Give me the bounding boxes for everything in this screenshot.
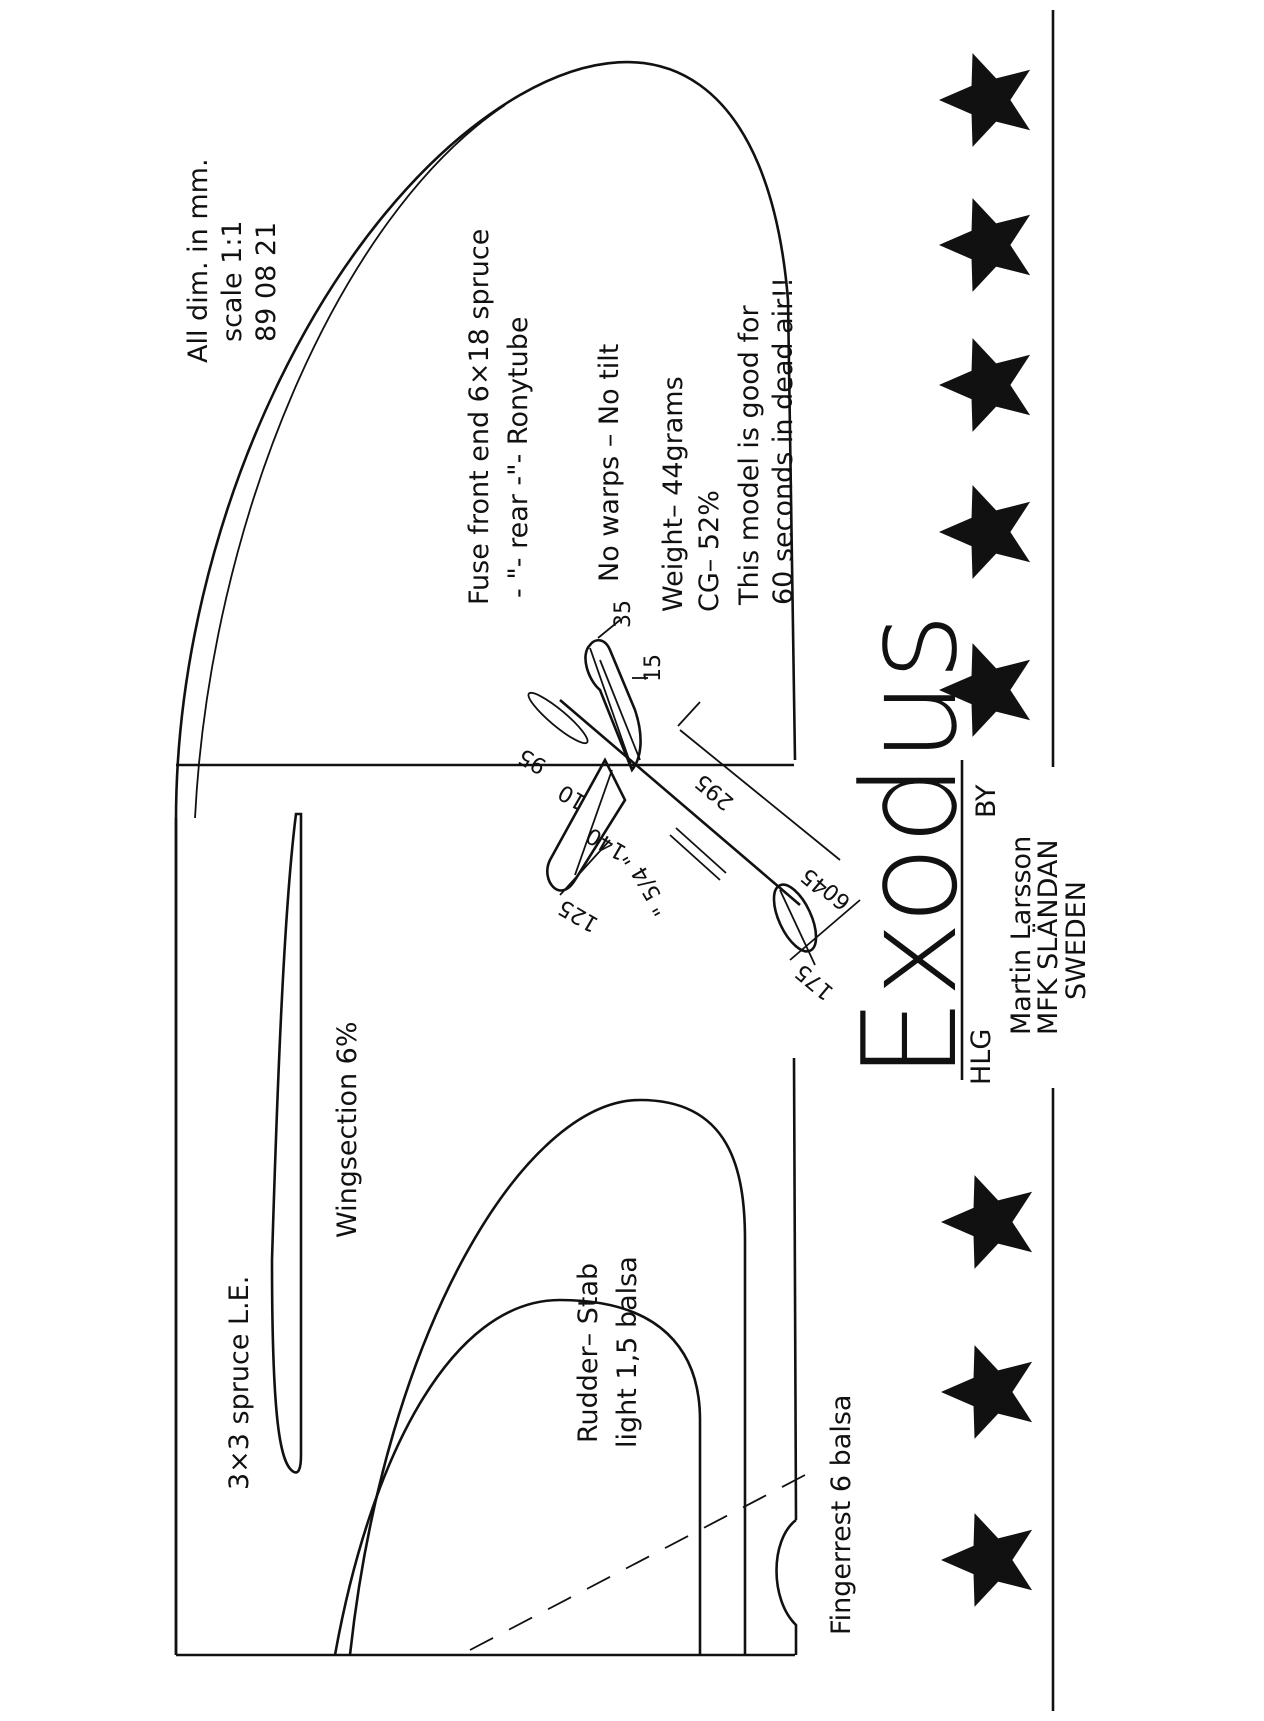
wing-left-chord <box>574 769 613 876</box>
label-fingerrest: Fingerrest 6 balsa <box>826 1395 857 1635</box>
model-sketch: 35 15 95 10 140 125 295 45 60 175 " 5/4 … <box>514 600 861 1005</box>
spec-performance-1: This model is good for <box>734 305 765 606</box>
note-dimensions: All dim. in mm. <box>183 158 214 363</box>
spec-fuse-rear: - "- rear -"- Ronytube <box>503 316 534 598</box>
dim-15: 15 <box>641 654 666 682</box>
star-icon <box>938 485 1031 579</box>
wingsection-airfoil <box>270 812 303 1474</box>
spec-performance-2: 60 seconds in dead air!! <box>768 277 799 605</box>
label-rudder-stab-2: light 1,5 balsa <box>612 1256 643 1448</box>
note-date: 89 08 21 <box>251 222 282 342</box>
spec-cg: CG– 52% <box>694 490 725 612</box>
title-type: HLG <box>966 1029 997 1085</box>
wing-left-panel <box>546 757 627 892</box>
dim-295: 295 <box>691 768 739 814</box>
star-icon <box>938 643 1031 737</box>
dimension-line-175 <box>789 899 861 961</box>
note-scale: scale 1:1 <box>217 220 248 342</box>
star-icon <box>940 1175 1033 1269</box>
dim-175: 175 <box>791 958 839 1004</box>
dimension-line-295-b <box>677 701 701 727</box>
label-rudder-stab-1: Rudder– Stab <box>573 1263 604 1443</box>
tail-stabilizer-sketch <box>772 883 818 953</box>
label-leading-edge: 3×3 spruce L.E. <box>224 1276 255 1490</box>
wing-trailing-edge-lower <box>792 1057 798 1521</box>
spec-fuse-front: Fuse front end 6×18 spruce <box>464 229 495 605</box>
dimension-line-125 <box>559 839 611 896</box>
wing-outline <box>174 60 797 1655</box>
star-icon <box>940 1345 1033 1439</box>
wing-root-fin <box>527 691 589 745</box>
dimension-line-295-a <box>679 729 841 861</box>
title-club: MFK SLÄNDAN <box>1032 839 1064 1035</box>
dim-10: 10 <box>554 779 591 815</box>
dihedral-mark-2 <box>675 827 727 874</box>
dimension-line-35 <box>597 619 621 639</box>
star-icon <box>940 1513 1033 1607</box>
dihedral-mark-1 <box>669 834 721 881</box>
wing-right-spar <box>589 647 633 769</box>
tail-rudder-sketch <box>779 889 816 966</box>
star-decoration-row <box>938 53 1033 1607</box>
wing-inner-line <box>194 104 506 819</box>
dim-dihedral: " 5/4 " <box>619 847 675 920</box>
title-author: Martin Larsson <box>1006 836 1037 1035</box>
stabilizer-outline <box>348 1098 747 1656</box>
spec-warps: No warps – No tilt <box>594 344 625 582</box>
wing-right-panel <box>584 639 642 773</box>
star-icon <box>938 338 1031 432</box>
spec-weight: Weight– 44grams <box>658 376 689 612</box>
fuselage-line <box>559 699 801 906</box>
dim-95: 95 <box>514 743 551 779</box>
wing-right-edge <box>599 659 641 761</box>
dim-125: 125 <box>554 894 603 937</box>
title-country: SWEDEN <box>1061 881 1092 1000</box>
fingerrest-notch <box>775 1518 798 1655</box>
fingerrest-dash-line <box>469 1474 806 1651</box>
star-icon <box>938 53 1031 147</box>
label-wingsection: Wingsection 6% <box>332 1021 363 1238</box>
dim-35: 35 <box>611 600 636 628</box>
title-by: BY <box>971 784 1002 818</box>
rudder-outline <box>333 1298 702 1656</box>
star-icon <box>938 198 1031 292</box>
